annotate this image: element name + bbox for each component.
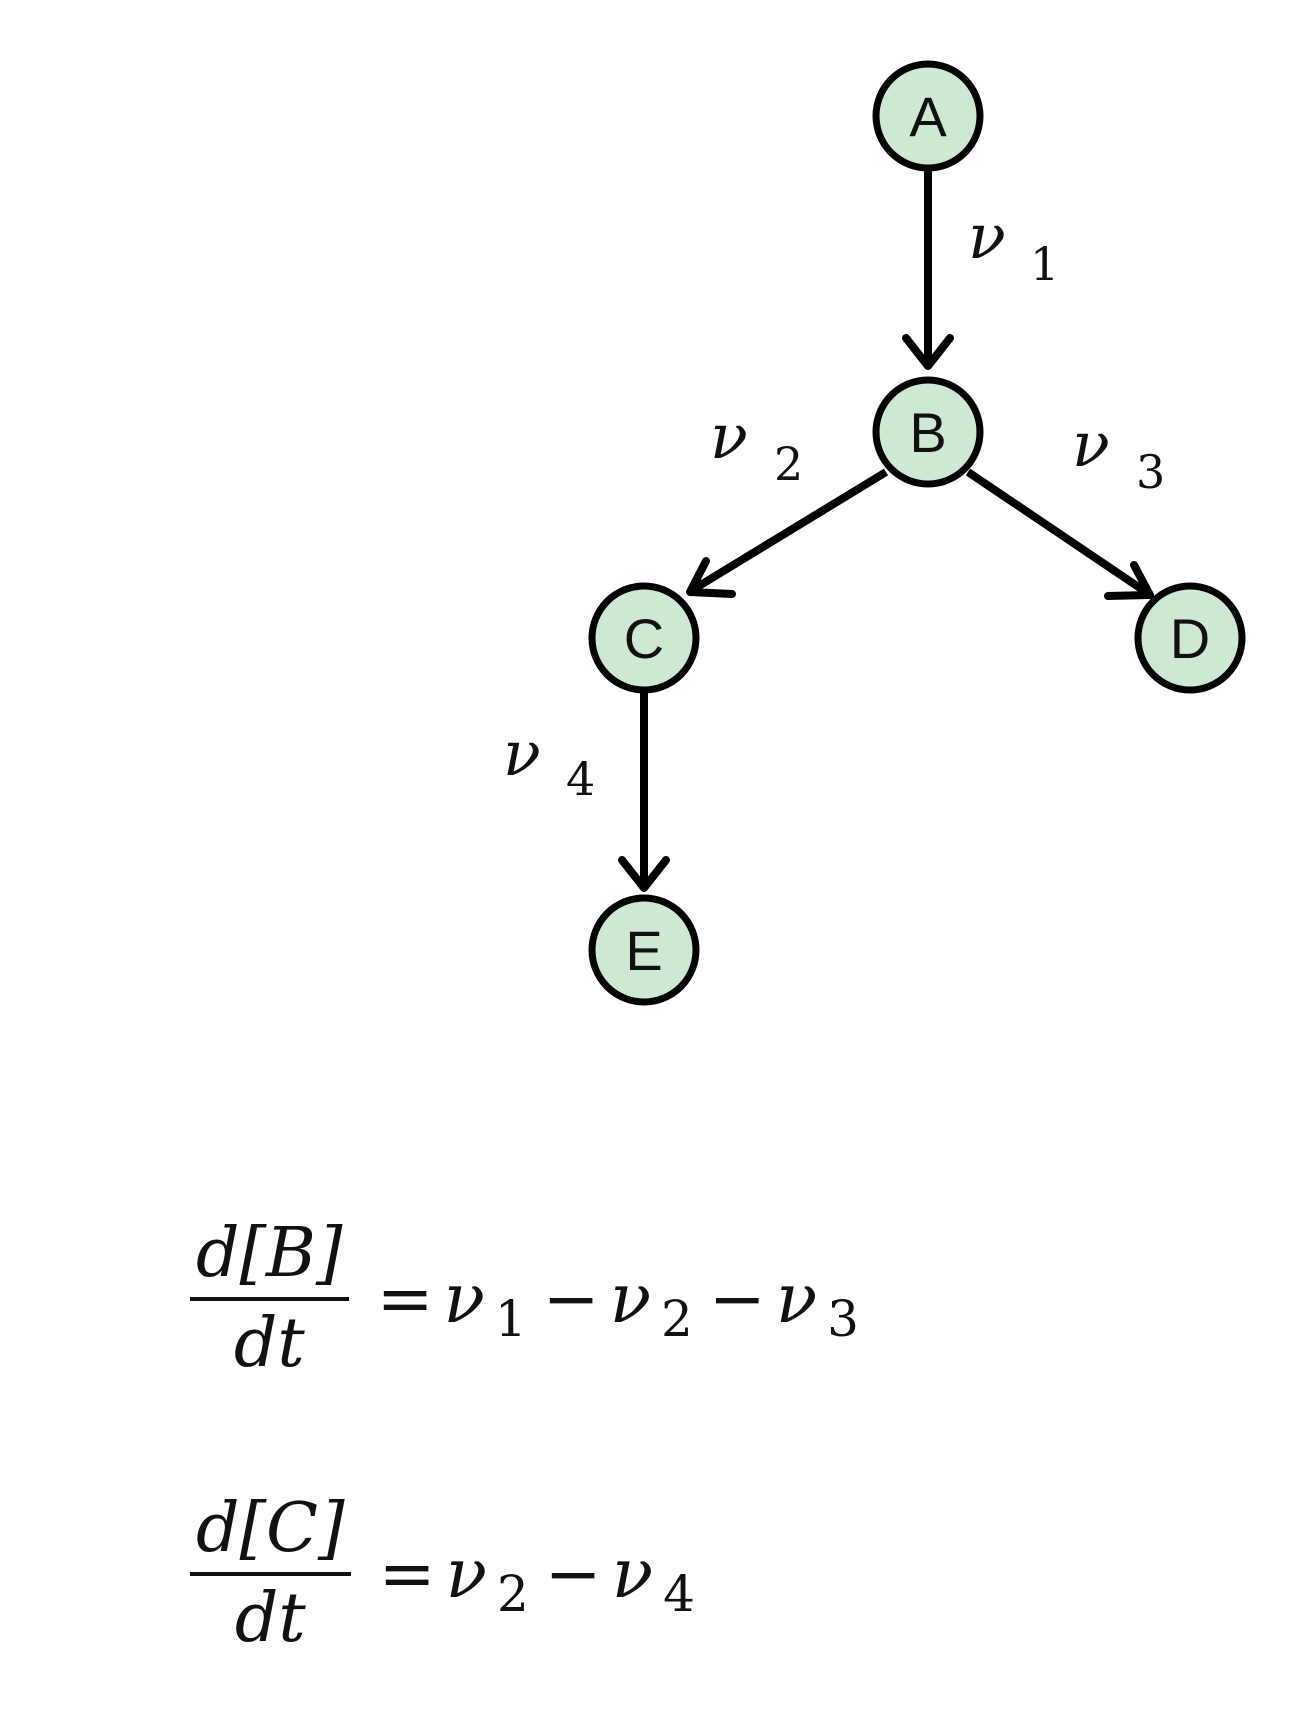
- node-d-label: D: [1170, 607, 1210, 670]
- node-e-label: E: [625, 919, 662, 982]
- rate-v2-subscript: 2: [774, 437, 803, 491]
- edge-c-to-e: [618, 690, 670, 892]
- node-c-label: C: [624, 607, 664, 670]
- rate-v4-symbol: ν: [503, 717, 541, 790]
- eq2-minus-sign-1: −: [544, 1534, 602, 1614]
- eq1-numerator: d[B]: [196, 1214, 343, 1293]
- rate-v1-symbol: ν: [968, 200, 1006, 273]
- eq2-term2-subscript: 4: [663, 1564, 695, 1623]
- eq1-denominator: dt: [233, 1304, 305, 1384]
- eq1-fraction-bar: [190, 1297, 349, 1302]
- rate-v3-symbol: ν: [1072, 408, 1110, 481]
- eq1-term2-symbol: ν: [609, 1259, 652, 1339]
- edge-a-to-b: [902, 168, 954, 370]
- node-e: E: [588, 894, 700, 1006]
- eq1-term1-symbol: ν: [443, 1259, 485, 1339]
- eq1-term2-subscript: 2: [661, 1289, 693, 1348]
- edge-b-to-d: [965, 468, 1154, 600]
- eq2-fraction-bar: [190, 1572, 351, 1577]
- rate-v1-subscript: 1: [1030, 237, 1059, 291]
- eq1-minus-sign-1: −: [542, 1259, 600, 1339]
- eq1-equals-sign: =: [376, 1259, 434, 1339]
- edge-b-to-c: [686, 468, 889, 598]
- eq2-numerator: d[C]: [196, 1489, 345, 1568]
- rate-v4-subscript: 4: [566, 752, 595, 806]
- rate-label-v2: ν 2: [710, 400, 803, 491]
- rate-label-v4: ν 4: [503, 717, 595, 806]
- fraction-d-c-dt: d[C] dt: [190, 1489, 351, 1659]
- eq1-minus-sign-2: −: [708, 1259, 766, 1339]
- rate-v2-symbol: ν: [710, 400, 748, 473]
- node-d: D: [1134, 582, 1246, 694]
- eq1-term1-subscript: 1: [494, 1289, 527, 1348]
- eq1-term3-subscript: 3: [827, 1289, 859, 1348]
- rate-label-v1: ν 1: [968, 200, 1059, 291]
- eq2-term2-symbol: ν: [611, 1534, 654, 1614]
- fraction-d-b-dt: d[B] dt: [190, 1214, 349, 1384]
- node-a-label: A: [909, 85, 947, 148]
- node-b-label: B: [909, 401, 946, 464]
- eq2-denominator: dt: [234, 1579, 306, 1659]
- eq2-term1-symbol: ν: [445, 1534, 487, 1614]
- rate-label-v3: ν 3: [1072, 408, 1165, 499]
- node-a: A: [872, 60, 984, 172]
- reaction-network-diagram: A B C D E ν 1 ν 2 ν 3 ν 4: [503, 60, 1246, 1006]
- node-c: C: [588, 582, 700, 694]
- eq2-term1-subscript: 2: [496, 1564, 529, 1623]
- node-b: B: [872, 376, 984, 488]
- rate-v3-subscript: 3: [1136, 445, 1165, 499]
- eq2-equals-sign: =: [378, 1534, 436, 1614]
- eq1-term3-symbol: ν: [775, 1259, 818, 1339]
